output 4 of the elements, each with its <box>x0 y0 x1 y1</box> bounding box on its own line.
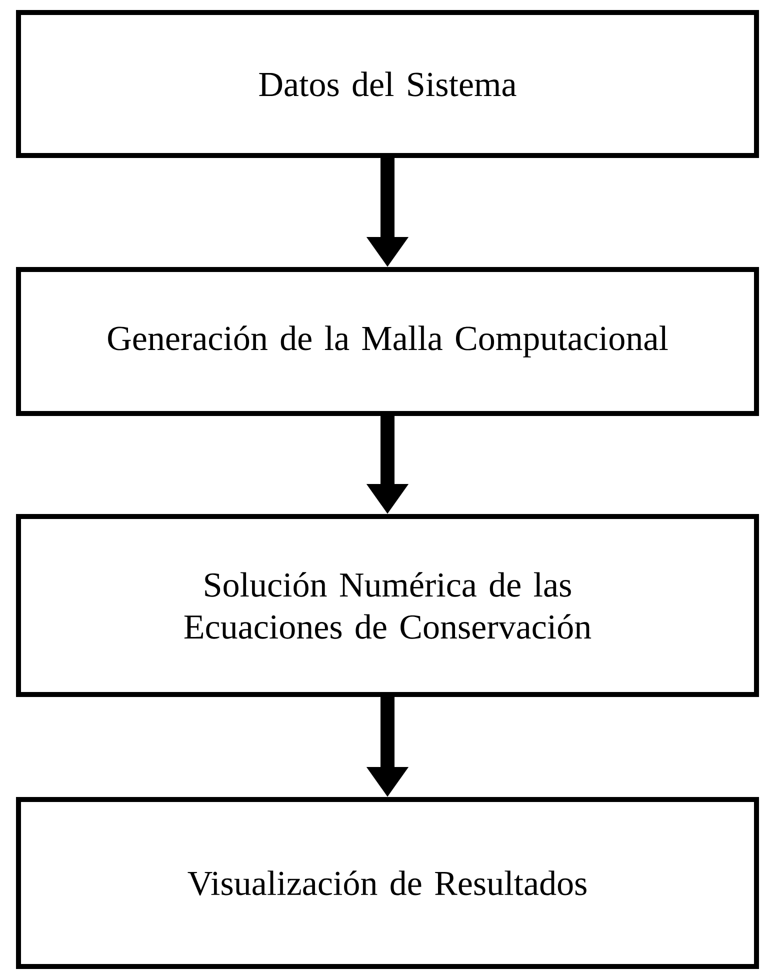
process-box: Visualización de Resultados <box>16 797 759 969</box>
process-box: Solución Numérica de las Ecuaciones de Conservación <box>16 514 759 697</box>
process-box: Datos del Sistema <box>16 10 759 158</box>
process-box: Generación de la Malla Computacional <box>16 267 759 416</box>
